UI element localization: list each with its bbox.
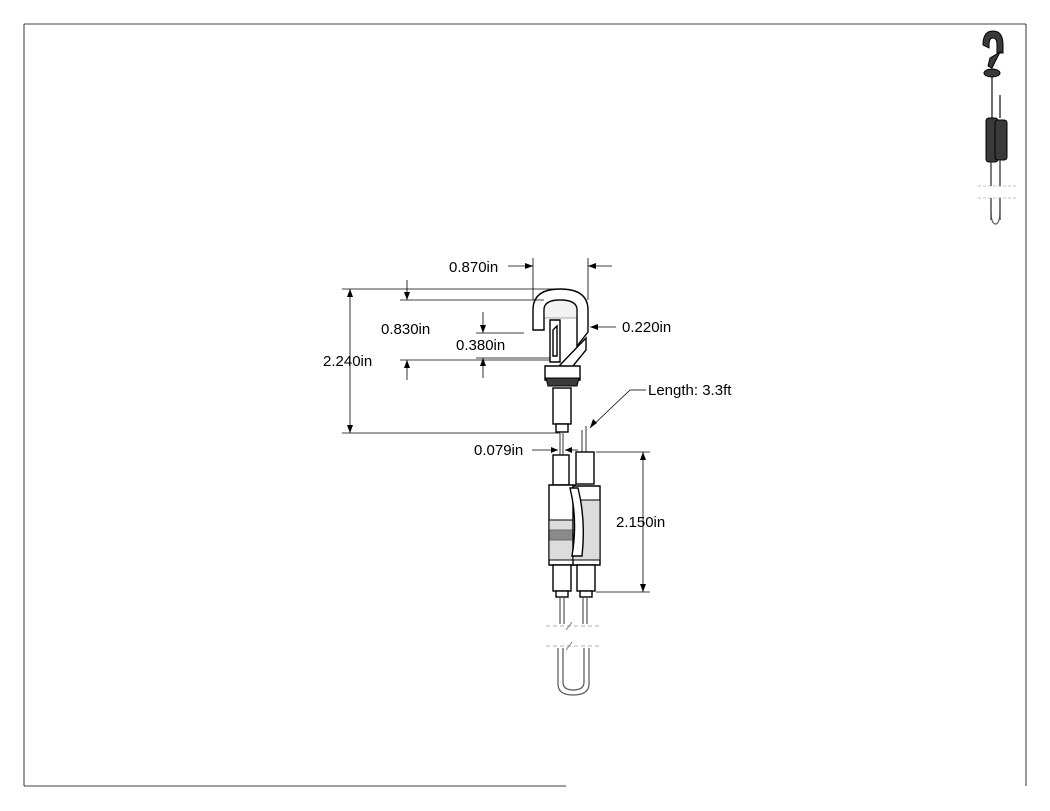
dim-cable-diameter: 0.079in xyxy=(474,442,523,459)
dimension-lines xyxy=(342,258,650,593)
dim-gate-opening: 0.380in xyxy=(456,337,505,354)
sheet-border xyxy=(23,23,1027,787)
dim-gripper-length: 2.150in xyxy=(616,514,665,531)
cable-length-note: Length: 3.3ft xyxy=(648,382,732,399)
dim-overall-height: 2.240in xyxy=(323,353,372,370)
cable-loop xyxy=(546,597,602,696)
thumbnail-preview xyxy=(978,30,1018,225)
cable-tail xyxy=(581,426,587,455)
dim-hook-width: 0.870in xyxy=(449,259,498,276)
hook-assembly xyxy=(532,288,589,460)
cable-gripper xyxy=(548,451,601,598)
dim-hook-throat: 0.830in xyxy=(381,321,430,338)
dim-hook-thickness: 0.220in xyxy=(622,319,671,336)
